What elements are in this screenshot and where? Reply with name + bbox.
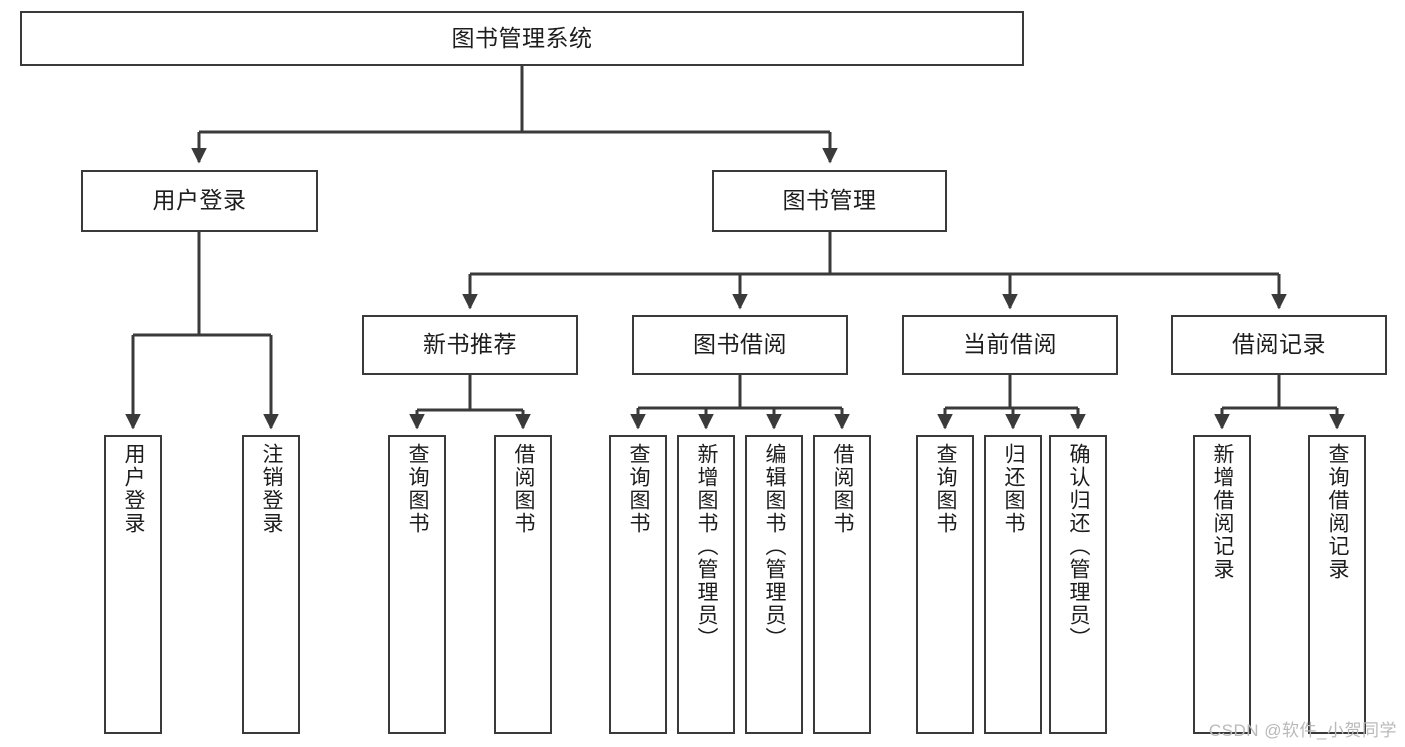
leaf-borrow-edit-book-admin[interactable]: 编辑图书（管理员） bbox=[745, 435, 803, 734]
node-book-management[interactable]: 图书管理 bbox=[712, 170, 947, 232]
leaf-record-query-borrow-record[interactable]: 查询借阅记录 bbox=[1308, 435, 1366, 734]
node-label: 编辑图书（管理员） bbox=[763, 443, 787, 650]
leaf-record-add-borrow-record[interactable]: 新增借阅记录 bbox=[1193, 435, 1251, 734]
leaf-user-logout[interactable]: 注销登录 bbox=[242, 435, 300, 734]
node-label: 图书借阅 bbox=[693, 331, 787, 358]
leaf-current-query-book[interactable]: 查询图书 bbox=[916, 435, 974, 734]
node-new-book-recommend[interactable]: 新书推荐 bbox=[362, 315, 578, 375]
node-label: 新增借阅记录 bbox=[1211, 443, 1235, 581]
node-label: 图书管理 bbox=[782, 187, 877, 214]
node-label: 借阅记录 bbox=[1232, 331, 1326, 358]
node-book-borrow[interactable]: 图书借阅 bbox=[632, 315, 848, 375]
node-user-login[interactable]: 用户登录 bbox=[81, 170, 318, 232]
csdn-watermark: CSDN @软件_小贺同学 bbox=[1208, 721, 1397, 740]
node-label: 用户登录 bbox=[152, 187, 247, 214]
node-label: 查询图书 bbox=[406, 443, 430, 535]
leaf-borrow-add-book-admin[interactable]: 新增图书（管理员） bbox=[677, 435, 735, 734]
leaf-current-return-book[interactable]: 归还图书 bbox=[984, 435, 1042, 734]
node-label: 注销登录 bbox=[260, 443, 284, 535]
node-label: 借阅图书 bbox=[831, 443, 855, 535]
node-label: 借阅图书 bbox=[512, 443, 536, 535]
node-label: 归还图书 bbox=[1002, 443, 1026, 535]
node-label: 新书推荐 bbox=[423, 331, 517, 358]
node-current-borrow[interactable]: 当前借阅 bbox=[902, 315, 1118, 375]
leaf-recommend-borrow-book[interactable]: 借阅图书 bbox=[494, 435, 552, 734]
node-label: 新增图书（管理员） bbox=[695, 443, 719, 650]
node-label: 用户登录 bbox=[122, 443, 146, 535]
leaf-current-confirm-return-admin[interactable]: 确认归还（管理员） bbox=[1049, 435, 1107, 734]
node-label: 确认归还（管理员） bbox=[1067, 443, 1091, 650]
node-label: 查询图书 bbox=[627, 443, 651, 535]
node-label: 当前借阅 bbox=[963, 331, 1057, 358]
node-root-book-management-system[interactable]: 图书管理系统 bbox=[20, 11, 1024, 66]
node-label: 查询图书 bbox=[934, 443, 958, 535]
node-label: 图书管理系统 bbox=[451, 24, 593, 51]
leaf-recommend-query-book[interactable]: 查询图书 bbox=[388, 435, 446, 734]
leaf-borrow-borrow-book[interactable]: 借阅图书 bbox=[813, 435, 871, 734]
node-borrow-record[interactable]: 借阅记录 bbox=[1171, 315, 1387, 375]
leaf-borrow-query-book[interactable]: 查询图书 bbox=[609, 435, 667, 734]
leaf-user-login[interactable]: 用户登录 bbox=[104, 435, 162, 734]
node-label: 查询借阅记录 bbox=[1326, 443, 1350, 581]
